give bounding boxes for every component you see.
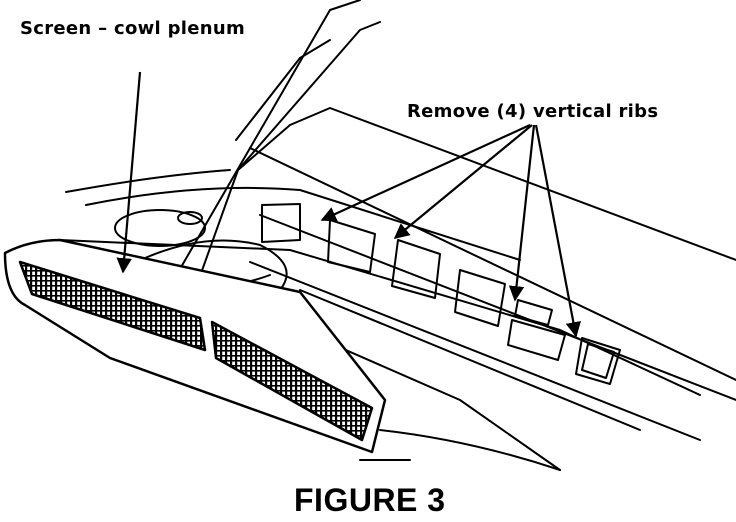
hood-line <box>299 329 561 471</box>
dash-sweep <box>65 169 231 193</box>
rib-opening-1 <box>327 219 376 273</box>
cowl-mid-line <box>249 261 701 441</box>
hood-line-2 <box>379 429 561 471</box>
cowl-lower-line <box>299 289 641 431</box>
screen-leader <box>116 71 142 274</box>
rib-leader-3 <box>508 124 536 302</box>
a-pillar-edge <box>235 39 331 141</box>
a-pillar-outer <box>161 0 361 301</box>
rib-opening-3 <box>454 269 506 327</box>
dash-line <box>85 186 521 261</box>
screen-cowl-plenum-label: Screen – cowl plenum <box>20 18 246 39</box>
rib-small-block <box>514 299 553 326</box>
rib-leader-4 <box>534 124 581 338</box>
windshield-lower-edge <box>249 147 736 381</box>
remove-vertical-ribs-label: Remove (4) vertical ribs <box>407 101 659 122</box>
figure-caption: FIGURE 3 <box>294 482 446 518</box>
a-pillar-inner <box>189 21 381 305</box>
rib-right-cutout-inner <box>581 343 615 379</box>
rib-bracket <box>261 203 301 243</box>
rib-lower-block <box>507 319 566 361</box>
wiper-pivot-ring <box>114 209 206 247</box>
rib-leader-2 <box>393 124 533 239</box>
rib-leader-1 <box>320 123 531 222</box>
wiper-pivot-cap <box>177 211 203 225</box>
cowl-top-line <box>259 214 736 401</box>
rib-opening-2 <box>391 239 441 299</box>
windshield-top <box>237 107 736 261</box>
rib-right-cutout <box>575 337 621 385</box>
cowl-screen <box>3 238 387 454</box>
